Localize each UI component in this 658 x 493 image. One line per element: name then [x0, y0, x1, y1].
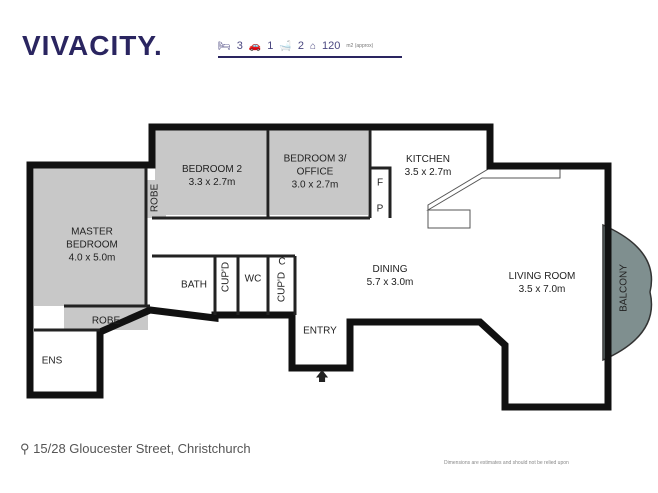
- fridge-label: F: [376, 177, 384, 189]
- exterior-walls: [26, 123, 612, 411]
- robe-2: ROBE: [91, 315, 121, 327]
- entry-arrow-icon: 🡅: [315, 368, 329, 384]
- area-unit: m2 (approx): [346, 43, 374, 49]
- room-dining: DINING 5.7 x 3.0m: [367, 263, 414, 289]
- bathrooms-count: 2: [297, 40, 304, 52]
- room-bedroom-2: BEDROOM 2 3.3 x 2.7m: [182, 163, 242, 189]
- room-label: MASTER BEDROOM 4.0 x 5.0m: [66, 226, 118, 264]
- robe-1: ROBE: [149, 183, 161, 213]
- room-wc: WC: [244, 273, 262, 285]
- house-icon: ⌂: [309, 40, 317, 52]
- property-stats: 🛏 3 🚗 1 🛁 2 ⌂ 120 m2 (approx): [218, 40, 402, 58]
- pin-icon: ⚲: [20, 441, 34, 456]
- room-label: BEDROOM 2 3.3 x 2.7m: [181, 164, 243, 188]
- address: ⚲ 15/28 Gloucester Street, Christchurch: [20, 441, 251, 457]
- cupboard-1: CUP'D: [220, 261, 232, 293]
- car-icon: 🚗: [248, 40, 262, 52]
- bedrooms-count: 3: [236, 40, 243, 52]
- room-label: KITCHEN 3.5 x 2.7m: [404, 154, 452, 178]
- brand-logo: VIVACITY.: [22, 30, 163, 61]
- area-value: 120: [322, 40, 341, 52]
- cupboard-2: CUP'D: [276, 271, 288, 303]
- room-ensuite: ENS: [41, 355, 63, 367]
- room-master-bedroom: MASTER BEDROOM 4.0 x 5.0m: [66, 226, 118, 265]
- kitchen-bench: [426, 167, 561, 229]
- bath-icon: 🛁: [279, 40, 292, 52]
- room-label: LIVING ROOM 3.5 x 7.0m: [508, 271, 576, 295]
- bed-icon: 🛏: [218, 40, 231, 52]
- grey-rooms: [34, 130, 368, 330]
- cupboard-c: C: [278, 256, 286, 268]
- room-bedroom-3: BEDROOM 3/ OFFICE 3.0 x 2.7m: [284, 153, 347, 192]
- room-bath: BATH: [181, 279, 207, 291]
- room-entry: ENTRY: [303, 325, 337, 337]
- address-text: 15/28 Gloucester Street, Christchurch: [33, 441, 251, 456]
- room-living: LIVING ROOM 3.5 x 7.0m: [509, 270, 576, 296]
- room-kitchen: KITCHEN 3.5 x 2.7m: [405, 153, 452, 179]
- room-label: BEDROOM 3/ OFFICE 3.0 x 2.7m: [283, 153, 347, 191]
- room-label: DINING 5.7 x 3.0m: [366, 264, 414, 288]
- balcony-shape: [602, 223, 653, 362]
- disclaimer: Dimensions are estimates and should not …: [444, 460, 569, 466]
- interior-walls: [34, 130, 392, 332]
- room-balcony: BALCONY: [618, 264, 630, 312]
- parking-count: 1: [267, 40, 274, 52]
- pantry-label: P: [376, 203, 384, 215]
